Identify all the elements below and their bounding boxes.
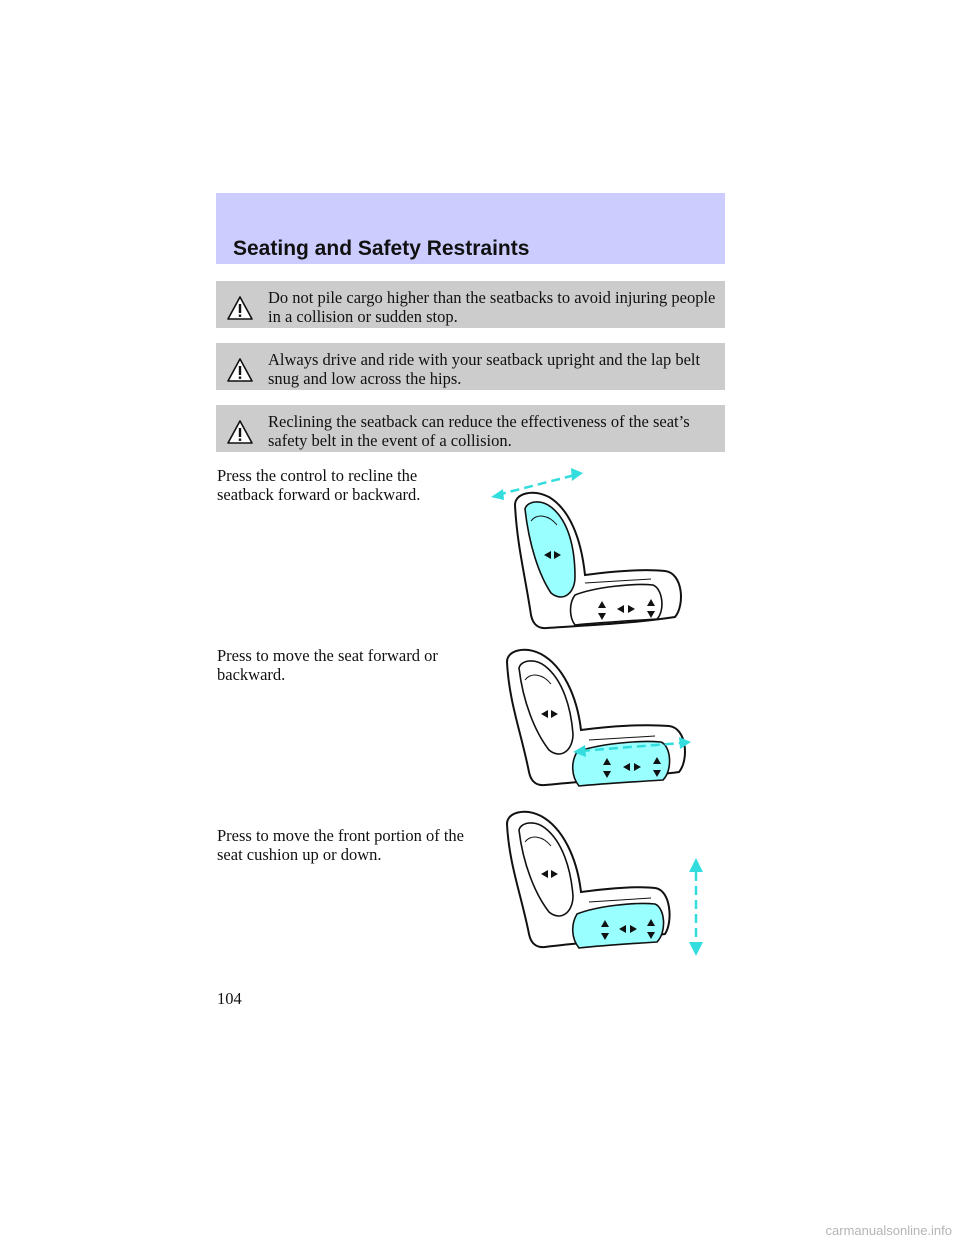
warning-text: Reclining the seatback can reduce the ef… — [268, 412, 690, 450]
instruction-cushion-tilt: Press to move the front portion of the s… — [217, 826, 465, 864]
warning-text: Do not pile cargo higher than the seatba… — [268, 288, 716, 326]
instruction-recline: Press the control to recline the seatbac… — [217, 466, 421, 504]
seat-cushion-tilt-illustration — [505, 810, 703, 956]
section-header: Seating and Safety Restraints — [216, 193, 725, 264]
warning-triangle-icon — [227, 296, 253, 320]
warning-box: Always drive and ride with your seatback… — [216, 343, 725, 390]
warning-box: Do not pile cargo higher than the seatba… — [216, 281, 725, 328]
watermark: carmanualsonline.info — [825, 1223, 952, 1238]
page-number: 104 — [217, 989, 242, 1008]
seat-recline-illustration — [491, 468, 682, 630]
seat-fore-aft-illustration — [505, 648, 691, 787]
instruction-fore-aft: Press to move the seat forward or backwa… — [217, 646, 438, 684]
warning-text: Always drive and ride with your seatback… — [268, 350, 701, 388]
warning-triangle-icon — [227, 420, 253, 444]
section-title: Seating and Safety Restraints — [233, 237, 530, 260]
warning-box: Reclining the seatback can reduce the ef… — [216, 405, 725, 452]
warning-triangle-icon — [227, 358, 253, 382]
